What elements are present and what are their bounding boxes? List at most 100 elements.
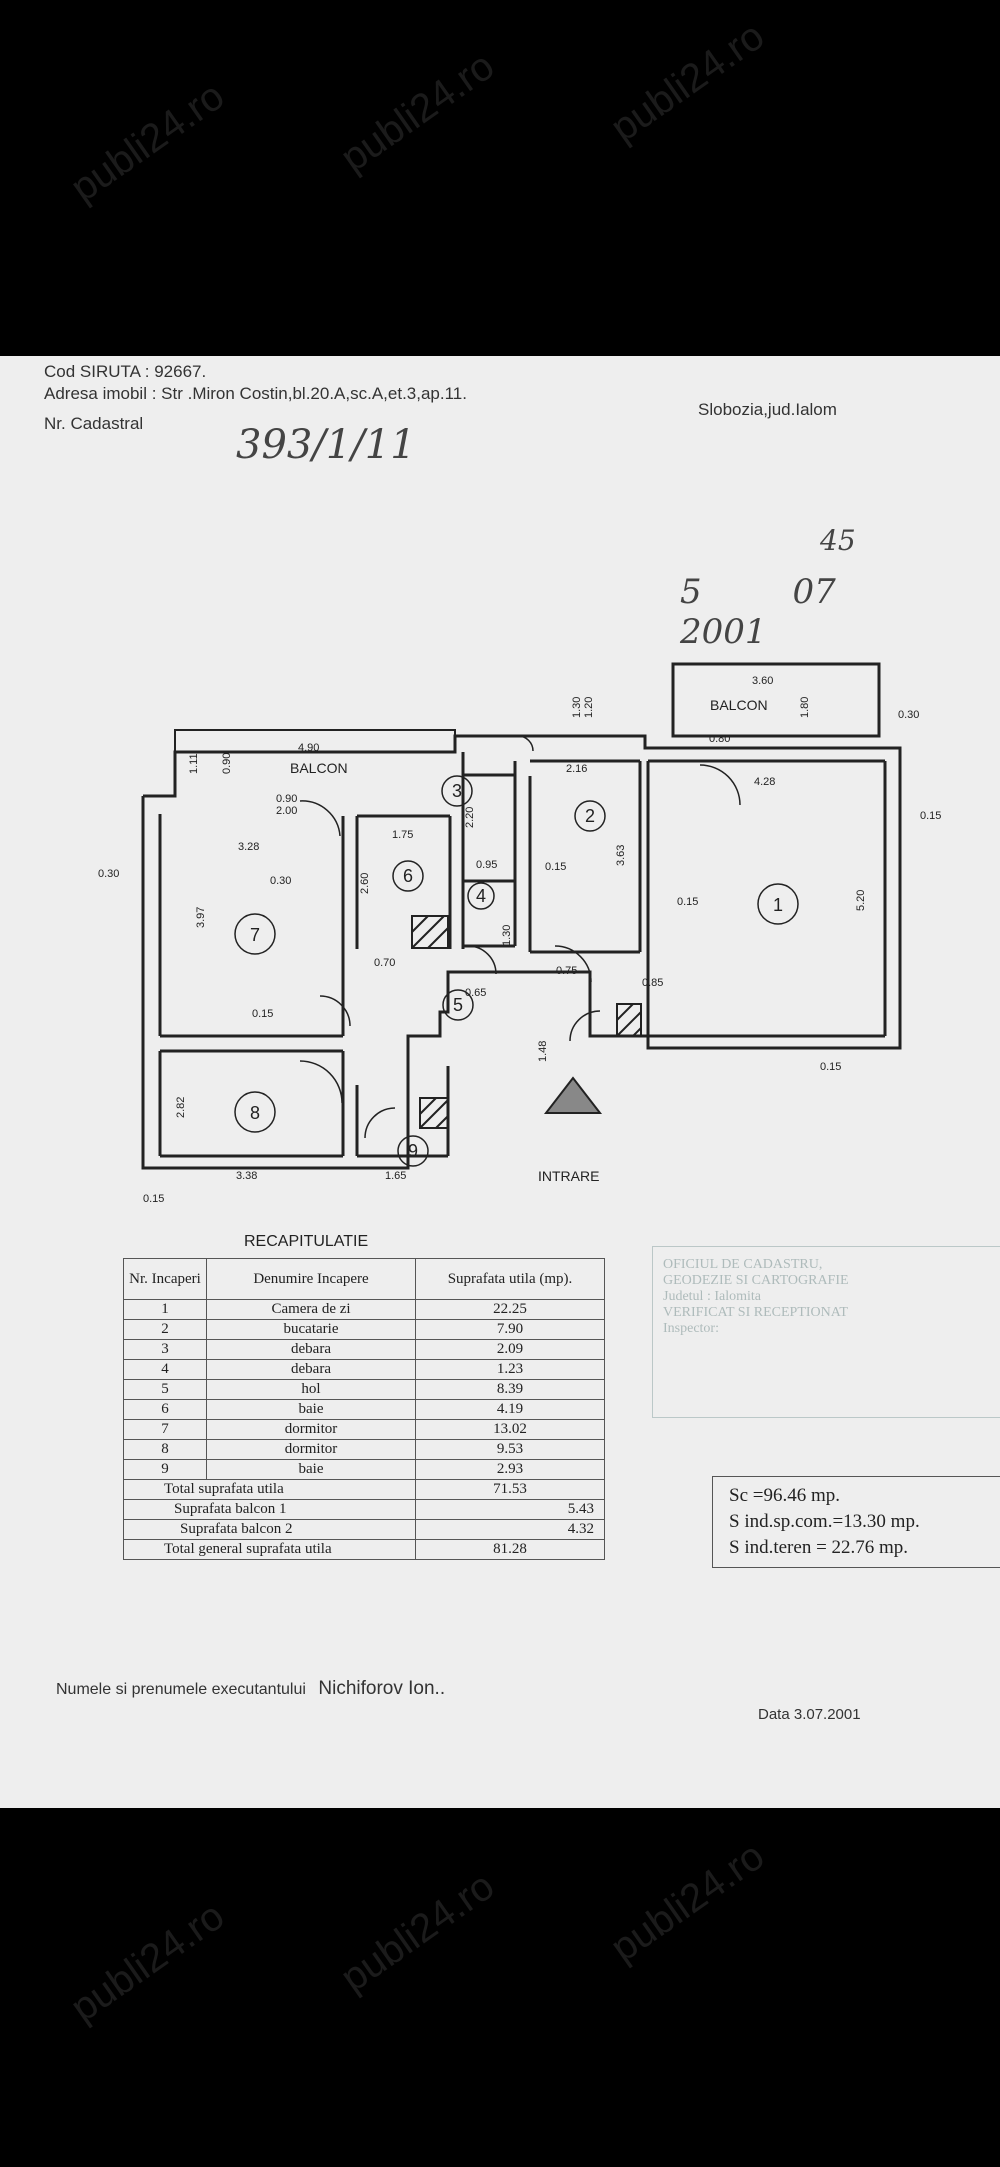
cell: 22.25 xyxy=(415,1299,605,1320)
cell: debara xyxy=(206,1339,416,1360)
cell: 81.28 xyxy=(415,1539,605,1560)
room-6-circle xyxy=(392,860,424,892)
summary-common-area: S ind.sp.com.=13.30 mp. xyxy=(729,1511,920,1532)
dimension: 1.65 xyxy=(385,1170,406,1182)
watermark: publi24.ro xyxy=(602,1833,773,1971)
siruta-code: Cod SIRUTA : 92667. xyxy=(44,362,207,381)
executant-name: Nichiforov Ion.. xyxy=(318,1678,446,1699)
door-swing xyxy=(517,735,534,752)
door-swing xyxy=(699,764,741,806)
cadastral-label: Nr. Cadastral xyxy=(44,414,144,433)
dimension: 4.90 xyxy=(298,742,319,754)
dimension: 1.30 xyxy=(571,697,583,718)
room-number: 8 xyxy=(250,1103,260,1123)
door-swing xyxy=(554,945,592,983)
cell: 4 xyxy=(123,1359,207,1380)
cell: 7 xyxy=(123,1419,207,1440)
door-swing xyxy=(364,1107,396,1139)
cell: Suprafata balcon 2 xyxy=(123,1519,416,1540)
cell: bucatarie xyxy=(206,1319,416,1340)
dimension: 0.15 xyxy=(143,1193,164,1205)
door-swing xyxy=(299,1060,343,1104)
cell: 2.93 xyxy=(415,1459,605,1480)
cadastre-stamp: OFICIUL DE CADASTRU, GEODEZIE SI CARTOGR… xyxy=(652,1246,1000,1418)
balcony-label: BALCON xyxy=(710,697,768,713)
cell: 9.53 xyxy=(415,1439,605,1460)
dimension: 0.95 xyxy=(476,859,497,871)
door-swing xyxy=(569,1010,601,1042)
room-9-circle xyxy=(397,1135,429,1167)
document-page: Cod SIRUTA : 92667. Adresa imobil : Str … xyxy=(0,356,1000,1808)
cell: 4.32 xyxy=(415,1519,605,1540)
floor-plan: 1 2 3 4 5 6 7 8 9 BALCON BALCON INTRARE … xyxy=(98,662,941,1250)
cell: baie xyxy=(206,1459,416,1480)
room-number: 6 xyxy=(403,866,413,886)
dimension: 3.38 xyxy=(236,1170,257,1182)
cell: Suprafata balcon 1 xyxy=(123,1499,416,1520)
room-number: 1 xyxy=(773,895,783,915)
dimension: 0.80 xyxy=(709,733,730,745)
cell: Total general suprafata utila xyxy=(123,1539,416,1560)
cell: 1 xyxy=(123,1299,207,1320)
dimension: 0.15 xyxy=(545,861,566,873)
column-header: Denumire Incapere xyxy=(206,1258,416,1300)
cell: 2 xyxy=(123,1319,207,1340)
room-number: 2 xyxy=(585,806,595,826)
recap-table: Nr. Incaperi Denumire Incapere Suprafata… xyxy=(123,1258,605,1560)
cell: Camera de zi xyxy=(206,1299,416,1320)
cell: 5.43 xyxy=(415,1499,605,1520)
dimension: 0.15 xyxy=(252,1008,273,1020)
recap-label: RECAPITULATIE xyxy=(244,1233,368,1250)
stamp-text: GEODEZIE SI CARTOGRAFIE xyxy=(663,1273,849,1288)
cell: 2.09 xyxy=(415,1339,605,1360)
cell: 4.19 xyxy=(415,1399,605,1420)
dimension: 0.70 xyxy=(374,957,395,969)
watermark: publi24.ro xyxy=(62,73,233,211)
handwritten-number: 45 xyxy=(820,524,856,557)
room-1-circle xyxy=(757,883,799,925)
cell: 8 xyxy=(123,1439,207,1460)
cell: dormitor xyxy=(206,1439,416,1460)
cell: 9 xyxy=(123,1459,207,1480)
room-number: 5 xyxy=(453,995,463,1015)
cell: dormitor xyxy=(206,1419,416,1440)
dimension: 2.00 xyxy=(276,805,297,817)
summary-sc: Sc =96.46 mp. xyxy=(729,1485,840,1506)
dimension: 1.20 xyxy=(583,697,595,718)
dimension: 5.20 xyxy=(855,890,867,911)
dimension: 1.30 xyxy=(501,925,513,946)
room-5-circle xyxy=(442,989,474,1021)
column-header: Suprafata utila (mp). xyxy=(415,1258,605,1300)
stamp-text: Judetul : Ialomita xyxy=(663,1289,761,1304)
watermark: publi24.ro xyxy=(332,1863,503,2001)
dimension: 0.30 xyxy=(898,709,919,721)
room-number: 9 xyxy=(408,1141,418,1161)
dimension: 2.60 xyxy=(359,873,371,894)
stamp-text: Inspector: xyxy=(663,1321,719,1336)
entrance-arrow-icon xyxy=(543,1076,603,1114)
room-number: 3 xyxy=(452,781,462,801)
watermark: publi24.ro xyxy=(332,43,503,181)
cell: debara xyxy=(206,1359,416,1380)
handwritten-date: 5 07 2001 xyxy=(680,572,836,652)
dimension: 0.30 xyxy=(98,868,119,880)
dimension: 0.65 xyxy=(465,987,486,999)
cell: 3 xyxy=(123,1339,207,1360)
column-header: Nr. Incaperi xyxy=(123,1258,207,1300)
dimension: 0.75 xyxy=(556,965,577,977)
summary-land-area: S ind.teren = 22.76 mp. xyxy=(729,1537,909,1558)
dimension: 0.90 xyxy=(221,753,233,774)
cell: hol xyxy=(206,1379,416,1400)
door-swing xyxy=(299,800,341,837)
dimension: 3.97 xyxy=(195,907,207,928)
cell: 7.90 xyxy=(415,1319,605,1340)
executant-label: Numele si prenumele executantului xyxy=(56,1681,306,1698)
watermark: publi24.ro xyxy=(602,13,773,151)
dimension: 2.16 xyxy=(566,763,587,775)
